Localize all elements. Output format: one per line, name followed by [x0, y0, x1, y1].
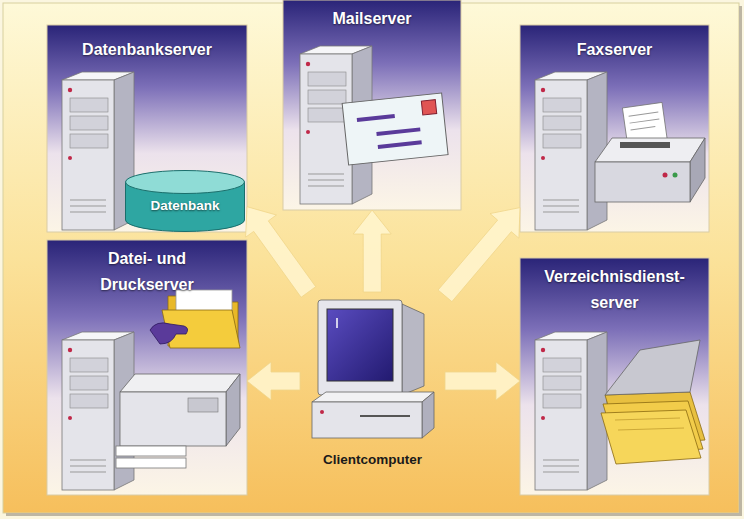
client-node: Clientcomputer [300, 292, 445, 470]
server-title: Verzeichnisdienst- server [525, 264, 705, 316]
client-label: Clientcomputer [300, 448, 445, 472]
connection-arrow [445, 362, 520, 400]
frame-shadow [739, 6, 742, 516]
ground [3, 3, 739, 513]
server-panels [47, 0, 709, 495]
directory-icon [601, 340, 705, 464]
server-title: Faxserver [525, 37, 705, 63]
connection-arrow [247, 362, 300, 400]
server-title: Mailserver [287, 6, 457, 32]
envelope-icon [342, 93, 448, 165]
fax-icon [595, 102, 705, 202]
server-panel: Faxserver [520, 25, 709, 232]
server-title: Datenbankserver [52, 37, 242, 63]
connection-arrow [246, 207, 316, 298]
file-print-icon [116, 290, 240, 468]
server-panel: DatenbankserverDatenbank [47, 25, 247, 232]
server-towers [62, 46, 607, 490]
connection-arrow [438, 208, 520, 302]
client-computer-icon [312, 300, 434, 438]
server-panel: Mailserver [283, 0, 461, 210]
server-title: Datei- und Druckserver [87, 246, 207, 298]
frame-shadow [6, 513, 742, 516]
connection-arrow [353, 210, 391, 292]
server-panel: Datei- und Druckserver [47, 240, 247, 495]
server-panel: Verzeichnisdienst- server [520, 258, 709, 495]
database-cylinder: Datenbank [125, 170, 245, 232]
cylinder-label: Datenbank [127, 194, 243, 218]
